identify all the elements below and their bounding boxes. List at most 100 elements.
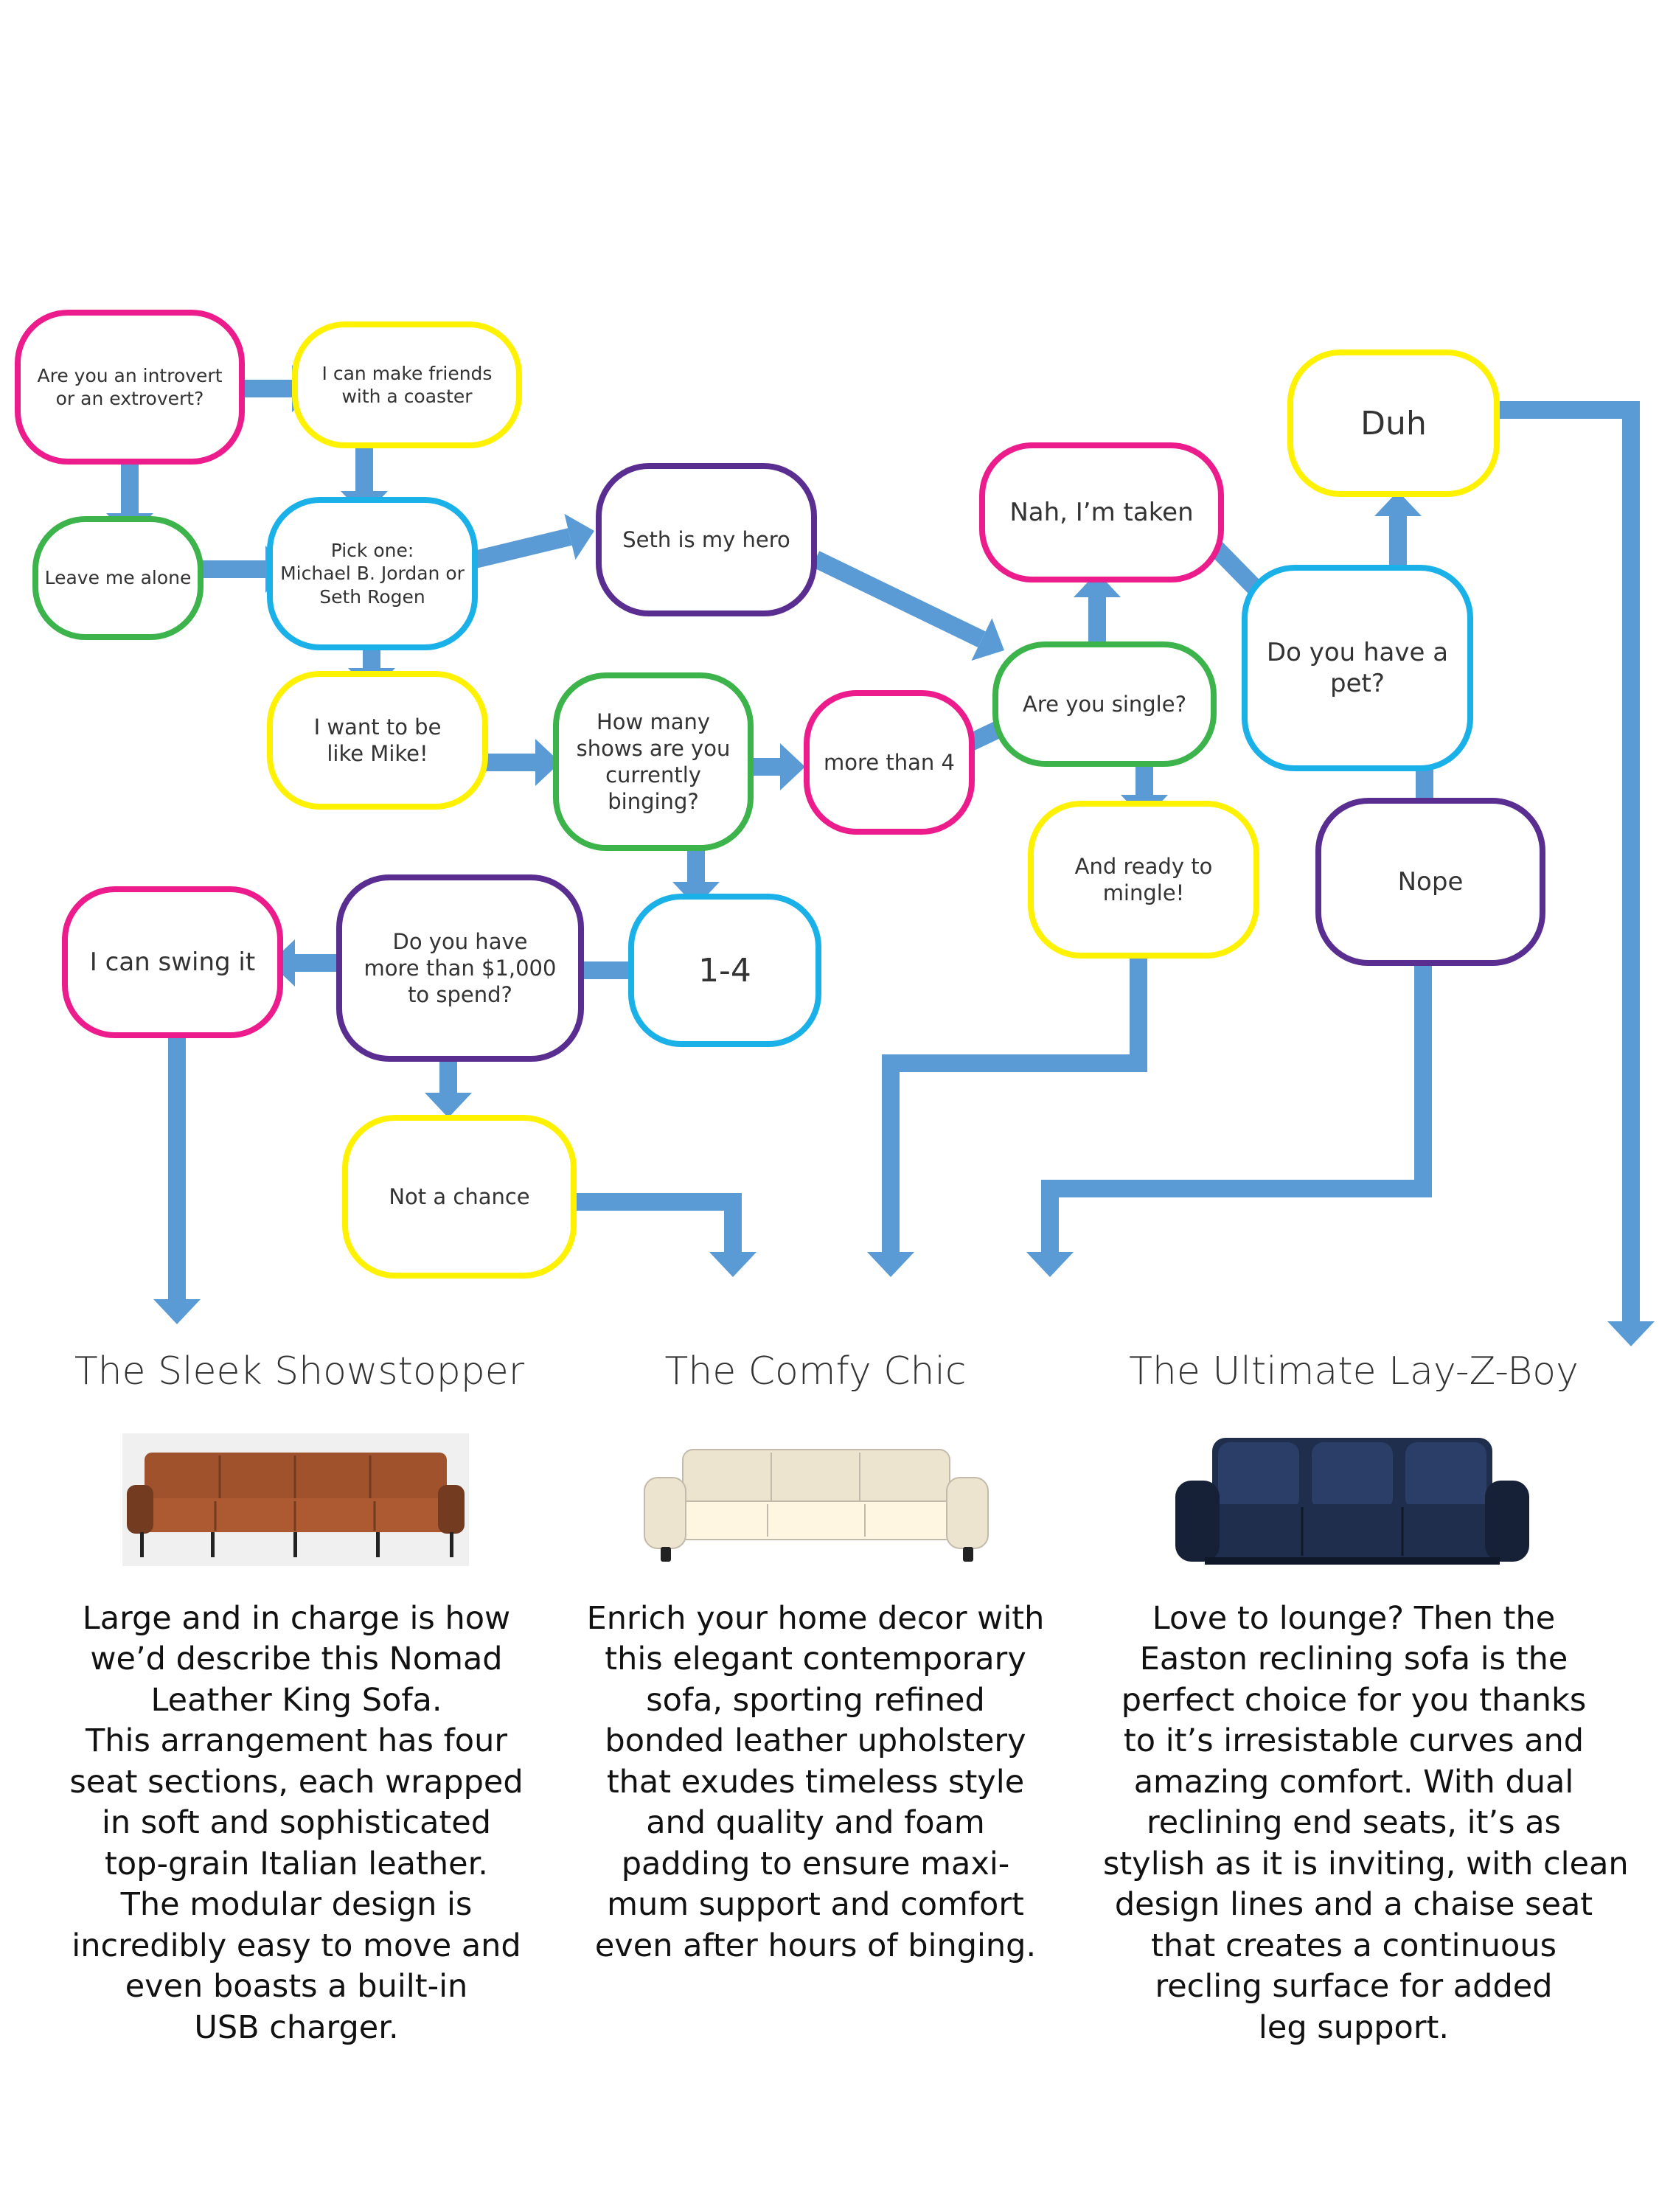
node-label: Not a chance (389, 1183, 529, 1210)
text-line: we’d describe this Nomad (90, 1641, 503, 1678)
sofa-leg (963, 1547, 973, 1562)
arrow-head (1026, 1252, 1074, 1277)
text-line: Leather King Sofa. (150, 1681, 442, 1719)
text-line: perfect choice for you thanks (1121, 1681, 1587, 1719)
text-line: I can swing it (89, 947, 256, 977)
sofa-image-nomad-leather (122, 1433, 469, 1566)
sofa-cushion (1405, 1442, 1486, 1510)
text-line: I want to be (313, 714, 442, 740)
text-line: or an extrovert? (55, 388, 204, 409)
text-line: to spend? (408, 982, 512, 1008)
node-label: Nah, I’m taken (1009, 497, 1193, 529)
text-line: Pick one: (330, 540, 414, 562)
text-line: 1-4 (698, 951, 751, 990)
text-line: Easton reclining sofa is the (1139, 1641, 1568, 1678)
node-one-to-four: 1-4 (628, 894, 821, 1047)
text-line: Seth is my hero (622, 526, 790, 552)
arrow-head (535, 739, 560, 786)
sofa-leg (661, 1547, 671, 1562)
text-line: like Mike! (327, 741, 428, 766)
text-line: Not a chance (389, 1183, 530, 1209)
text-line: USB charger. (194, 2008, 399, 2046)
text-line: mingle! (1102, 880, 1185, 905)
result-title-comfy-chic: The Comfy Chic (664, 1349, 967, 1394)
arrow-shaft (554, 1193, 742, 1252)
text-line: incredibly easy to move and (72, 1927, 521, 1964)
sofa-leg (450, 1532, 453, 1557)
text-line: Large and in charge is how (82, 1600, 511, 1637)
text-line: binging? (608, 789, 699, 815)
node-label: I can swing it (90, 947, 255, 978)
arrow-head (971, 618, 1004, 661)
arrow-like-mike-to-how-many (476, 739, 560, 786)
node-not-a-chance: Not a chance (342, 1115, 577, 1279)
sofa-arm-left (644, 1477, 686, 1549)
text-line: even after hours of binging. (594, 1927, 1037, 1964)
text-line: Nope (1397, 866, 1464, 897)
node-label: Seth is my hero (622, 526, 790, 553)
arrow-head (780, 743, 805, 790)
arrow-shaft (1041, 966, 1432, 1252)
text-line: I can make friends (321, 362, 493, 384)
sofa-arm-left (127, 1485, 153, 1534)
text-line: Enrich your home decor with (586, 1600, 1045, 1637)
text-line: Nah, I’m taken (1009, 497, 1194, 527)
text-line: shows are you (576, 735, 731, 761)
text-line: Are you an introvert (37, 364, 223, 386)
sofa-leg (293, 1532, 297, 1557)
sofa-arm-right (946, 1477, 989, 1549)
arrow-swing-it-to-sleek-showstopper (153, 1038, 201, 1324)
arrow-duh-to-lay-z-boy (1460, 401, 1655, 1346)
arrow-pet-to-duh (1374, 491, 1422, 572)
result-title-sleek-showstopper: The Sleek Showstopper (74, 1349, 525, 1394)
text-line: The modular design is (120, 1886, 473, 1924)
node-seth-is-my-hero: Seth is my hero (596, 463, 817, 616)
text-line: leg support. (1258, 2008, 1450, 2046)
node-label: Leave me alone (45, 566, 192, 589)
node-leave-me-alone: Leave me alone (32, 516, 204, 640)
arrow-nope-to-lay-z-boy (1026, 966, 1432, 1277)
text-line: and quality and foam (646, 1804, 985, 1842)
text-line: Duh (1360, 404, 1427, 442)
arrow-pick-one-to-seth (470, 513, 594, 569)
text-line: to it’s irresistable curves and (1123, 1722, 1585, 1760)
arrow-head (153, 1299, 201, 1324)
sofa-base (1205, 1557, 1500, 1565)
arrow-head (1374, 491, 1422, 516)
node-label: 1-4 (698, 950, 751, 991)
text-line: top-grain Italian leather. (105, 1845, 488, 1882)
result-description-sleek-showstopper: Large and in charge is how we’d describe … (46, 1599, 547, 2048)
result-title-ultimate-lay-z-boy: The Ultimate Lay-Z-Boy (1129, 1349, 1579, 1394)
text-line: How many (596, 709, 711, 734)
arrow-shaft (470, 528, 572, 569)
node-label: Duh (1360, 403, 1427, 444)
sofa-leg (211, 1532, 215, 1557)
text-line: Love to lounge? Then the (1152, 1600, 1556, 1637)
arrow-head (709, 1252, 757, 1277)
arrow-head (867, 1252, 914, 1277)
sofa-leg (140, 1532, 144, 1557)
text-line: sofa, sporting refined (646, 1681, 985, 1719)
node-are-you-single: Are you single? (992, 641, 1217, 767)
text-line: Do you have a (1266, 637, 1449, 667)
sofa-leg (376, 1532, 380, 1557)
sofa-cushion (1218, 1442, 1299, 1510)
arrow-head (1607, 1321, 1655, 1346)
sofa-seat (1202, 1504, 1503, 1557)
arrow-seth-to-single (811, 551, 1004, 661)
arrow-shaft (811, 551, 986, 647)
text-line: This arrangement has four (85, 1722, 508, 1760)
arrow-not-a-chance-to-comfy-chic (554, 1193, 757, 1277)
text-line: that exudes timeless style (606, 1763, 1025, 1801)
